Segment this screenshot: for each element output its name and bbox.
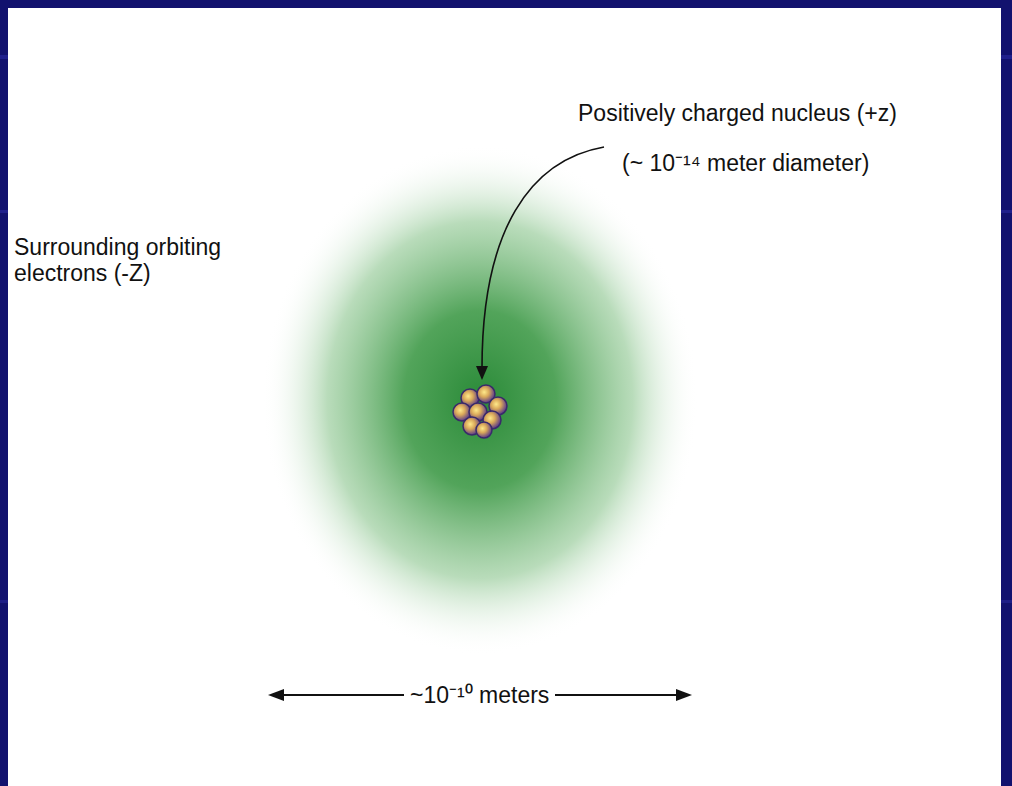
dimension-label: ~10⁻¹⁰ meters <box>404 682 555 708</box>
electron-cloud <box>262 145 698 655</box>
nucleus-size-label: (~ 10⁻¹⁴ meter diameter) <box>622 150 869 176</box>
white-panel <box>8 8 1001 786</box>
electrons-label: Surrounding orbiting electrons (-Z) <box>14 234 299 287</box>
nucleus-label: Positively charged nucleus (+z) <box>578 100 897 126</box>
dimension-arrowhead <box>268 689 284 701</box>
dimension-arrowhead <box>676 689 692 701</box>
leader-arrowhead <box>476 366 488 380</box>
leader-line <box>482 147 604 368</box>
nucleus <box>453 385 507 438</box>
